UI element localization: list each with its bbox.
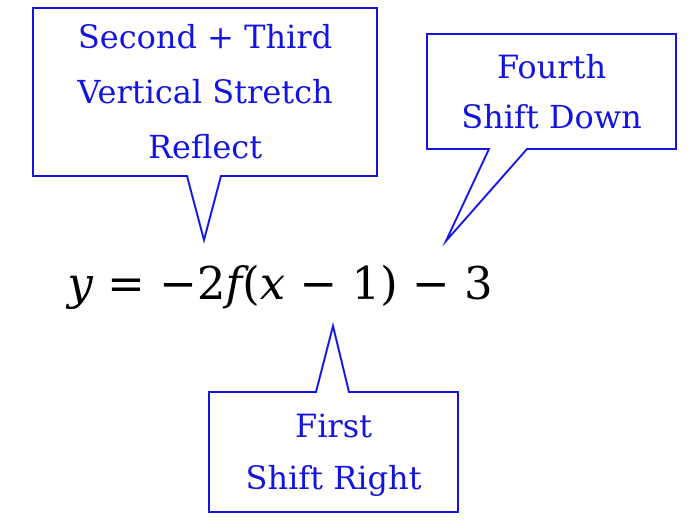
callout-line: Reflect bbox=[147, 127, 263, 166]
callout-text-stretch-reflect: Second + Third Vertical Stretch Reflect bbox=[33, 8, 377, 176]
equation-part-minus-1-minus-3: − 1) − 3 bbox=[285, 256, 493, 310]
equation-part-f: f bbox=[225, 256, 243, 310]
callout-text-shift-right: First Shift Right bbox=[209, 392, 458, 512]
equation-part-open-paren: ( bbox=[242, 256, 260, 310]
callout-text-shift-down: Fourth Shift Down bbox=[427, 34, 676, 149]
callout-line: Vertical Stretch bbox=[77, 72, 333, 111]
callout-bubble-shift-down bbox=[426, 33, 677, 247]
equation-part-y: y bbox=[67, 256, 93, 310]
callout-bubble-stretch-reflect bbox=[32, 7, 378, 244]
callout-line: Shift Right bbox=[245, 459, 422, 497]
equation-part-x: x bbox=[259, 256, 286, 310]
callout-line: Second + Third bbox=[77, 17, 333, 56]
callout-line: Fourth bbox=[496, 47, 607, 86]
equation-part-equals-minus-2: = −2 bbox=[92, 256, 226, 310]
callout-line: Shift Down bbox=[461, 97, 642, 136]
callout-line: First bbox=[294, 407, 372, 445]
callout-bubble-shift-right bbox=[208, 321, 459, 513]
